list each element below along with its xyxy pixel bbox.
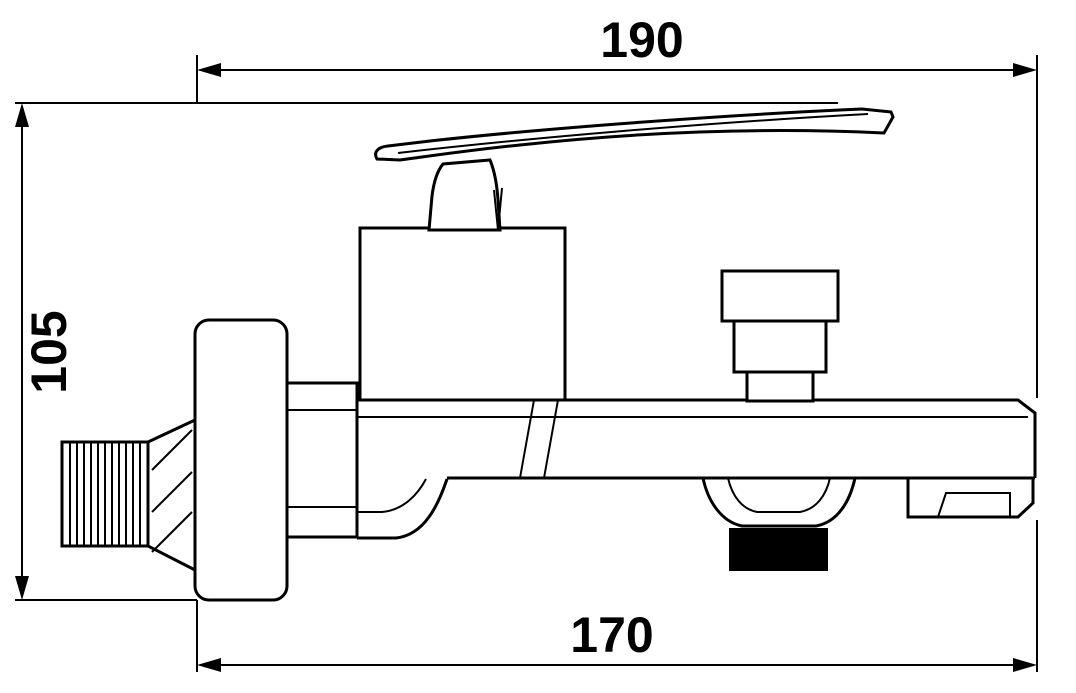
- arrowhead-top: [15, 103, 29, 127]
- dim-height-left-label: 105: [21, 310, 77, 393]
- arrowhead-right: [1013, 63, 1037, 77]
- wall-escutcheon: [193, 318, 289, 602]
- arrowhead-bottom: [15, 576, 29, 600]
- handle-neck: [427, 158, 503, 232]
- taper-cone: [146, 417, 197, 573]
- nut-body: [285, 381, 359, 539]
- handle-lever: [374, 107, 895, 162]
- spout-outlet: [906, 478, 1035, 519]
- spout-tip-outline: [906, 478, 1035, 519]
- mixer-body: [357, 398, 1037, 540]
- mounting-nut: [285, 381, 359, 539]
- set-screw-slot: [497, 187, 503, 231]
- arrowhead-right: [1013, 658, 1037, 672]
- underside-left-curve: [357, 478, 449, 540]
- body-seam-line: [519, 399, 535, 479]
- arrowhead-left: [197, 658, 221, 672]
- dimension-width-bottom: 170: [196, 520, 1038, 672]
- threaded-tail-piece: [60, 417, 197, 573]
- underside-left-inner-curve: [357, 478, 427, 513]
- dim-width-bottom-label: 170: [570, 607, 653, 663]
- dimension-height-left: 105: [15, 102, 838, 601]
- diverter: [701, 477, 857, 571]
- connector-mid-step: [732, 319, 828, 374]
- diverter-housing-outer: [701, 477, 857, 528]
- dim-width-top-label: 190: [600, 12, 683, 68]
- taper-hatch: [151, 429, 193, 553]
- aerator: [936, 492, 1011, 518]
- connector-low-step: [745, 370, 815, 403]
- cartridge-housing: [358, 226, 567, 402]
- lever-blade: [374, 107, 895, 162]
- body-top-edge: [357, 398, 1037, 478]
- body-seam-line: [543, 399, 559, 479]
- thread-lines: [69, 442, 141, 546]
- dimension-width-top: 190: [196, 12, 1038, 398]
- set-screw-slot: [493, 189, 499, 231]
- lever-contour-line: [397, 113, 869, 154]
- shower-hose-connector: [720, 269, 840, 403]
- connector-top-step: [720, 269, 840, 323]
- diverter-knob: [729, 528, 828, 571]
- arrowhead-left: [197, 63, 221, 77]
- neck-shape: [427, 158, 502, 232]
- diverter-housing-inner: [727, 477, 831, 513]
